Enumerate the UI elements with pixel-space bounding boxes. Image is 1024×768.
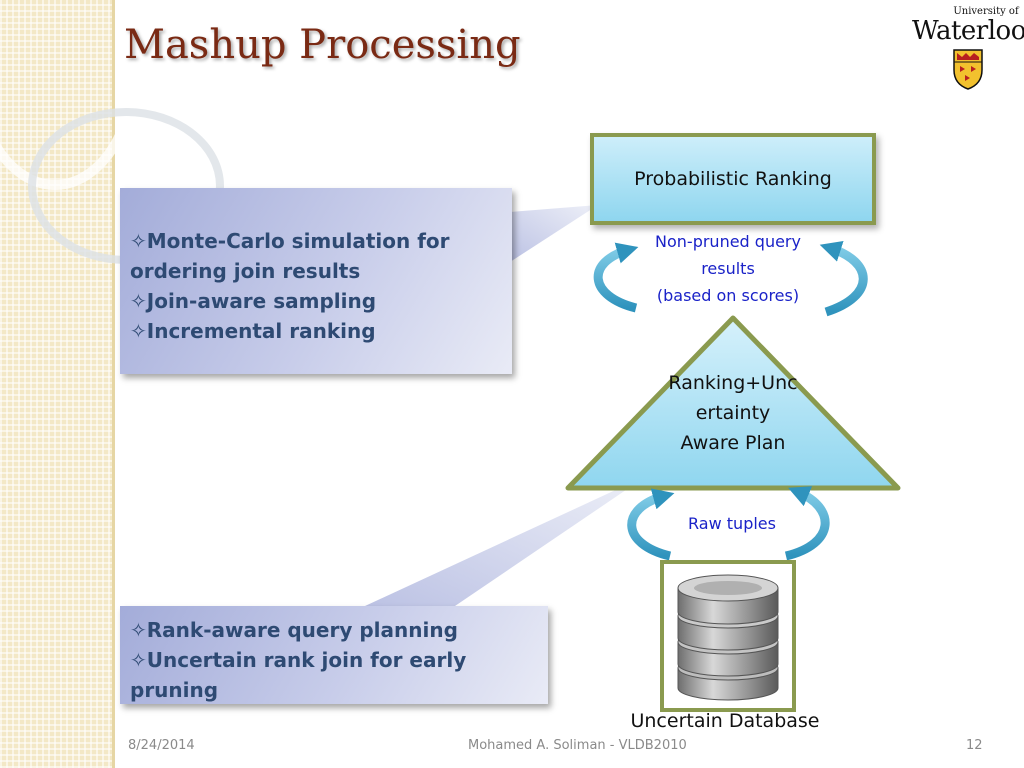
callout-bottom-pointer (365, 475, 648, 606)
curved-arrow-right-down (784, 486, 830, 561)
footer-date: 8/24/2014 (128, 738, 195, 753)
plan-line2: ertainty (695, 402, 771, 424)
bullet-text: Rank-aware query planning (146, 618, 458, 642)
non-pruned-line3: (based on scores) (656, 286, 800, 305)
probabilistic-ranking-label: Probabilistic Ranking (634, 168, 832, 190)
bullet-text: Monte-Carlo simulation for ordering join… (130, 229, 450, 283)
non-pruned-results-label: Non-pruned query results (based on score… (628, 228, 828, 309)
db-disk-top (677, 574, 779, 625)
shield-icon (953, 49, 983, 90)
bullet-item: ✧Rank-aware query planning (130, 615, 540, 645)
curved-arrow-left-down (627, 488, 675, 561)
sidebar-pattern (0, 0, 112, 768)
waterloo-logo: University of Waterloo (912, 6, 1024, 90)
sidebar-edge (112, 0, 115, 768)
execution-plan-label: Ranking+Unc ertainty Aware Plan (650, 368, 816, 458)
slide-title: Mashup Processing (124, 22, 521, 68)
bullet-text: Uncertain rank join for early pruning (130, 648, 467, 702)
footer-author: Mohamed A. Soliman - VLDB2010 (468, 738, 687, 753)
raw-tuples-label: Raw tuples (688, 514, 776, 533)
bullet-item: ✧Incremental ranking (130, 316, 506, 346)
database-icon (677, 574, 779, 701)
bullet-item: ✧Join-aware sampling (130, 286, 506, 316)
plan-line1: Ranking+Unc (668, 372, 798, 394)
bullet-text: Incremental ranking (146, 319, 376, 343)
bullet-symbol: ✧ (130, 618, 147, 642)
bullet-symbol: ✧ (130, 289, 147, 313)
bullet-item: ✧Uncertain rank join for early pruning (130, 645, 540, 705)
curved-arrow-left-up (593, 242, 639, 313)
callout-top-pointer (510, 205, 598, 262)
non-pruned-line2: results (701, 259, 755, 278)
bullet-symbol: ✧ (130, 648, 147, 672)
non-pruned-line1: Non-pruned query (655, 232, 801, 251)
bullet-text: Join-aware sampling (146, 289, 377, 313)
bullet-symbol: ✧ (130, 229, 147, 253)
feature-box-bottom: ✧Rank-aware query planning ✧Uncertain ra… (120, 606, 548, 704)
curved-arrow-right-up (819, 240, 868, 317)
logo-name: Waterloo (912, 16, 1024, 46)
database-frame (660, 560, 796, 712)
probabilistic-ranking-box: Probabilistic Ranking (590, 133, 876, 225)
bullet-symbol: ✧ (130, 319, 147, 343)
logo-university-of: University of (953, 6, 1019, 17)
feature-box-top: ✧Monte-Carlo simulation for ordering joi… (120, 188, 512, 374)
footer-page-number: 12 (966, 738, 983, 753)
bullet-item: ✧Monte-Carlo simulation for ordering joi… (130, 226, 506, 286)
plan-line3: Aware Plan (680, 432, 786, 454)
database-label: Uncertain Database (630, 710, 820, 732)
execution-plan-triangle (565, 315, 901, 491)
